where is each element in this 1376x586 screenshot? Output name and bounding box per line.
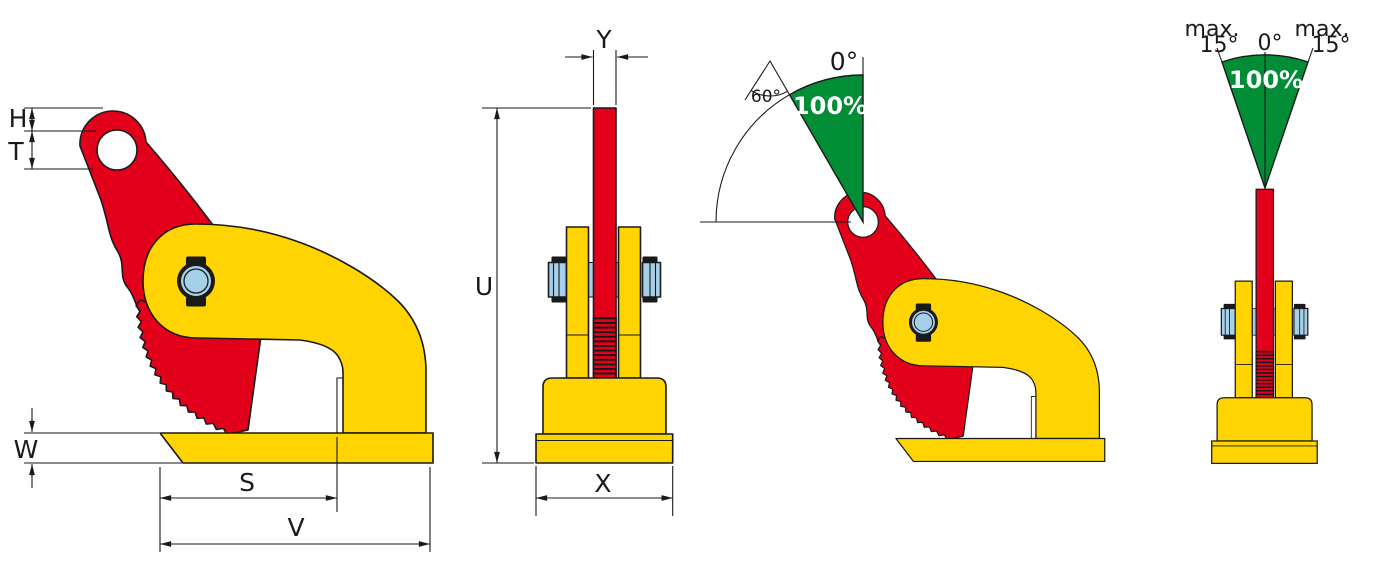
dim-U: U	[475, 107, 591, 464]
swing-load-percent-label: 100%	[1229, 66, 1303, 94]
dim-label-h: H	[9, 104, 28, 133]
dim-W: W	[14, 408, 182, 488]
dim-X: X	[535, 466, 674, 516]
swing-max-right-label: max.	[1295, 17, 1350, 42]
view-front-swing-angle: max. 15° 0° max. 15° 100%	[1185, 17, 1351, 464]
dim-label-w: W	[14, 435, 39, 464]
angle-construction	[700, 57, 864, 223]
dim-label-v: V	[287, 513, 304, 542]
swing-deg-right-label: 15°	[1312, 33, 1351, 58]
swing-edge-ticks	[1216, 47, 1314, 63]
safe-load-wedge	[788, 74, 864, 225]
quarter-arc	[715, 94, 790, 223]
front-clamp	[535, 107, 674, 464]
side-clamp	[79, 110, 434, 464]
view-side-load-angle: 0° 60° 100%	[700, 47, 1106, 463]
side-clamp-small	[834, 191, 1106, 463]
dim-Y: Y	[565, 25, 648, 105]
dim-label-s: S	[239, 468, 255, 497]
dim-S-V: S V	[159, 437, 431, 552]
swing-deg-left-label: 15°	[1200, 33, 1239, 58]
dim-label-x: X	[594, 469, 611, 498]
view-side-dimensioned: H T W S V	[7, 104, 434, 552]
front-clamp-small	[1211, 188, 1318, 464]
swing-zero-label: 0°	[1258, 31, 1283, 56]
dim-label-y: Y	[595, 25, 612, 54]
dim-label-u: U	[475, 272, 493, 301]
sixty-degree-arc	[750, 89, 788, 97]
dim-H-T: H T	[7, 104, 103, 170]
swing-max-left-label: max.	[1185, 17, 1240, 42]
load-percent-label: 100%	[793, 92, 867, 120]
dim-label-t: T	[7, 137, 24, 166]
sixty-degree-legs	[744, 59, 790, 101]
angle-zero-label: 0°	[830, 47, 858, 76]
view-front-dimensioned: Y U X	[475, 25, 674, 516]
angle-sixty-label: 60°	[751, 87, 781, 107]
